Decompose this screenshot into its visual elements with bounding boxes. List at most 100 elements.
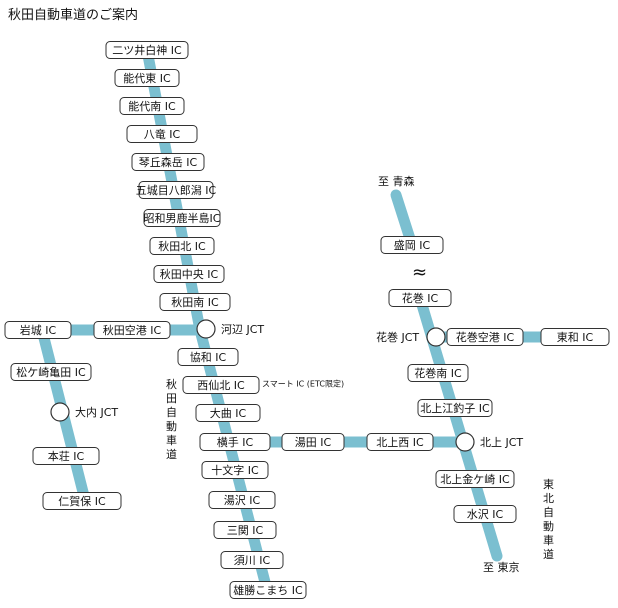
ic-box-frame [199,433,271,451]
ic-name: 二ツ井白神 IC [112,43,182,57]
ic-box: 東和 IC [540,328,610,346]
ic-box-frame [149,237,215,255]
ic-box: 北上西 IC [366,433,434,451]
ic-box-frame [32,447,100,465]
ic-box-frame [380,236,444,254]
ic-name: 湯田 IC [295,436,332,449]
ic-name: 協和 IC [190,351,227,364]
ic-box-frame [453,505,517,523]
ic-box: 秋田中央 IC [153,265,225,283]
label-kitakami-jct: 北上 JCT [480,436,523,449]
ic-box-frame [143,209,221,227]
ic-name: 秋田中央 IC [160,267,219,281]
ic-box-frame [177,348,239,366]
ic-name: 昭和男鹿半島IC [144,211,221,225]
label-hanamaki-jct: 花巻 JCT [376,331,419,344]
gap-symbol: ≈ [412,262,427,283]
ic-name: 北上金ケ崎 IC [440,472,510,486]
ic-box: 協和 IC [177,348,239,366]
ic-name: 西仙北 IC [197,379,245,392]
ic-box: 二ツ井白神 IC [105,41,189,59]
ic-name: 雄勝こまち IC [233,583,303,597]
ic-box: 秋田南 IC [159,293,231,311]
ic-box-frame [220,551,284,569]
ic-box: 北上金ケ崎 IC [435,470,515,488]
jct-kitakami-icon [455,432,475,452]
ic-box: 岩城 IC [4,321,72,339]
ic-box-frame [105,41,189,59]
map-labels: 河辺 JCT 大内 JCT 花巻 JCT 北上 JCT スマート IC (ETC… [75,174,554,574]
ic-box: 北上江釣子 IC [417,399,493,417]
ic-box: 本荘 IC [32,447,100,465]
label-kawabe-jct: 河辺 JCT [221,323,264,336]
ic-box-frame [10,363,92,381]
ic-name: 三関 IC [227,524,264,537]
ic-name: 能代東 IC [123,71,171,85]
ic-name: 湯沢 IC [224,493,261,507]
ic-box: 雄勝こまち IC [229,581,307,599]
ic-name: 花巻南 IC [414,367,462,380]
ic-box-frame [208,491,276,509]
ic-name: 水沢 IC [467,507,504,521]
ic-name: 須川 IC [234,554,271,567]
ic-box-frame [201,461,269,479]
road-akita-south [194,324,273,596]
ic-box: 大曲 IC [195,404,261,422]
ic-name: 松ケ崎亀田 IC [16,365,86,379]
ic-name: 能代南 IC [128,99,176,113]
ic-name: 北上江釣子 IC [420,401,490,415]
ic-box: 湯田 IC [281,433,345,451]
ic-box-frame [281,433,345,451]
jct-hanamaki-icon [426,327,446,347]
ic-name: 仁賀保 IC [58,494,106,508]
label-akita-expressway: 秋田自動車道 [166,377,177,461]
ic-box: 仁賀保 IC [42,492,122,510]
ic-name: 十文字 IC [211,463,259,477]
ic-box-frame [195,404,261,422]
ic-box-frame [153,265,225,283]
ic-box-frame [435,470,515,488]
ic-box: 秋田空港 IC [93,321,171,339]
ic-box: 西仙北 IC [182,376,260,394]
ic-box-frame [446,328,524,346]
jct-ouchi-icon [50,402,70,422]
jct-kawabe-icon [196,319,216,339]
ic-name: 五城目八郎潟 IC [136,183,217,197]
ic-name: 八竜 IC [144,127,181,141]
ic-name: 花巻空港 IC [456,330,515,344]
ic-box: 八竜 IC [126,125,198,143]
ic-box-frame [42,492,122,510]
ic-box-frame [138,181,214,199]
ic-name: 横手 IC [217,435,254,449]
ic-box: 花巻 IC [388,289,452,307]
ic-box-frame [4,321,72,339]
ic-box: 十文字 IC [201,461,269,479]
ic-box: 秋田北 IC [149,237,215,255]
ic-name: 秋田南 IC [171,295,219,309]
ic-boxes: 二ツ井白神 IC 能代東 IC 能代南 IC 八竜 IC 琴丘森岳 IC 五城目八郎潟 I… [4,41,610,599]
ic-box: 須川 IC [220,551,284,569]
ic-name: 秋田空港 IC [103,323,162,337]
ic-box: 琴丘森岳 IC [131,153,205,171]
ic-name: 岩城 IC [20,323,57,337]
ic-box-frame [126,125,198,143]
ic-name: 北上西 IC [376,436,424,449]
junctions [50,319,475,452]
ic-box-frame [407,364,469,382]
ic-box-frame [131,153,205,171]
page-title: 秋田自動車道のご案内 [8,8,139,23]
ic-box-frame [93,321,171,339]
label-smart-ic: スマート IC (ETC限定) [262,379,344,389]
ic-box: 三関 IC [213,521,277,539]
ic-name: 盛岡 IC [394,238,431,252]
label-to-aomori: 至 青森 [378,174,415,188]
ic-box: 五城目八郎潟 IC [136,181,217,199]
label-tohoku-expressway: 東北自動車道 [543,478,554,561]
ic-box-frame [388,289,452,307]
ic-name: 琴丘森岳 IC [139,155,198,169]
ic-box: 湯沢 IC [208,491,276,509]
ic-box: 花巻南 IC [407,364,469,382]
ic-box: 松ケ崎亀田 IC [10,363,92,381]
ic-box: 花巻空港 IC [446,328,524,346]
ic-box-frame [417,399,493,417]
